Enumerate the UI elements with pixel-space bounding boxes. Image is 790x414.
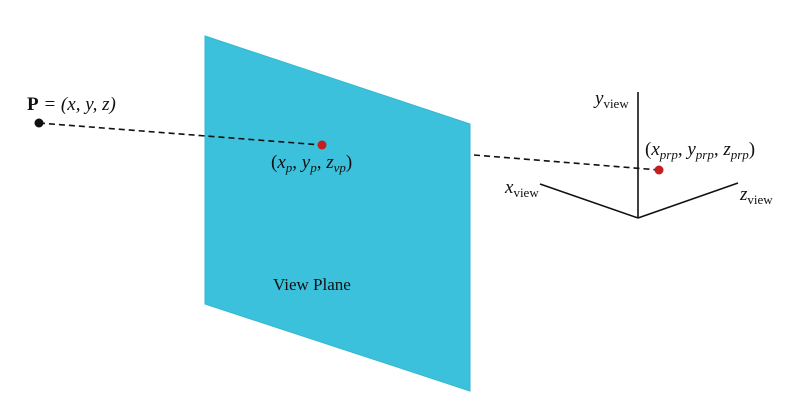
point-p-coords: = (x, y, z) xyxy=(39,94,116,115)
prp-label: (xprp, yprp, zprp) xyxy=(645,139,755,162)
view-plane-label: View Plane xyxy=(273,275,351,294)
projection-reference-point xyxy=(654,165,664,175)
y-view-axis-label: yview xyxy=(593,88,629,111)
x-view-axis xyxy=(539,183,639,219)
projector-line-to-prp xyxy=(473,154,660,171)
projection-point xyxy=(317,140,327,150)
point-p-letter: P xyxy=(27,94,39,115)
z-view-axis-label: zview xyxy=(739,184,773,207)
point-p xyxy=(34,118,44,128)
projector-line-to-plane xyxy=(38,122,323,146)
projection-point-label: (xp, yp, zvp) xyxy=(271,152,352,175)
x-view-axis-label: xview xyxy=(504,177,539,200)
z-view-axis xyxy=(637,182,739,219)
point-p-label: P = (x, y, z) xyxy=(27,94,116,115)
view-plane xyxy=(204,35,471,392)
